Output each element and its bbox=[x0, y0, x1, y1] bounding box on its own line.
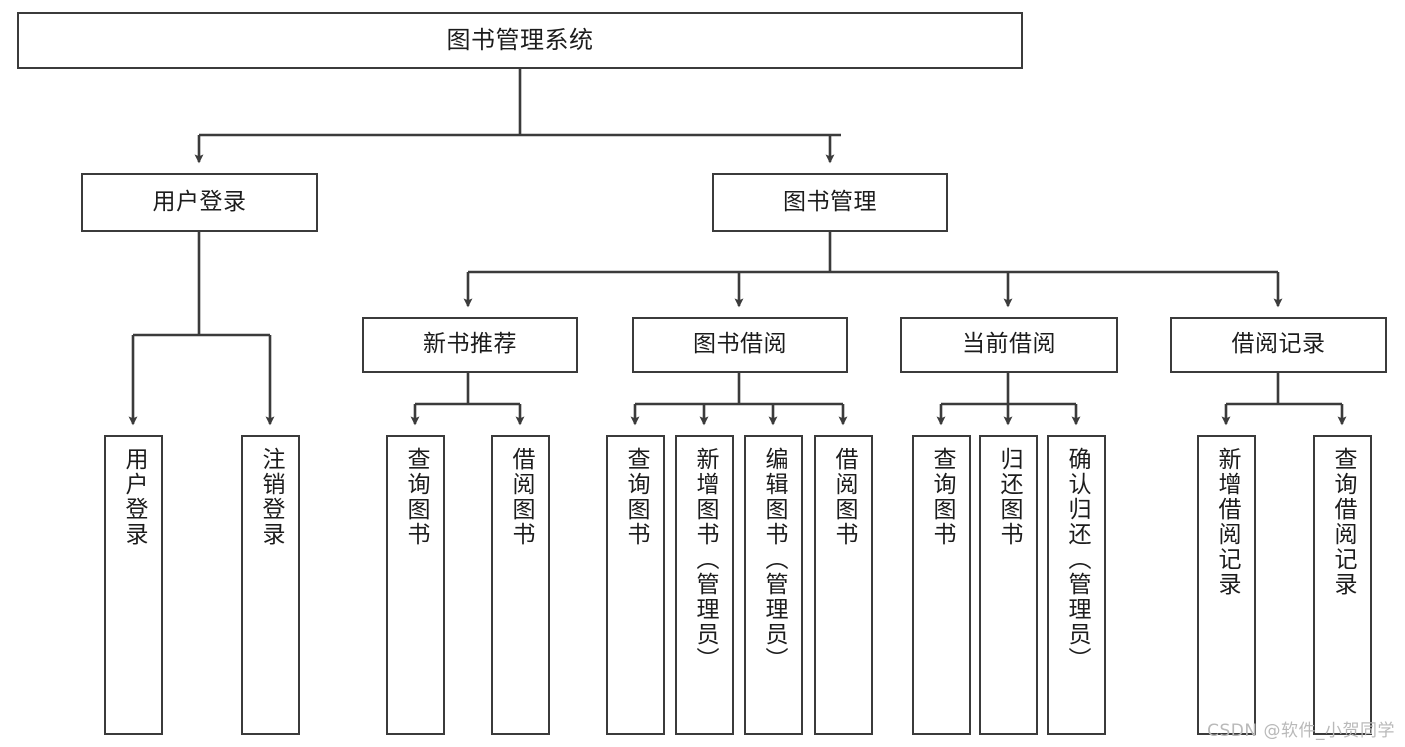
node-leaf-add-record-label: 新增借阅记录 bbox=[1214, 447, 1240, 597]
node-leaf-query-book-1[interactable]: 查询图书 bbox=[386, 435, 445, 735]
node-leaf-query-book-3-label: 查询图书 bbox=[929, 447, 955, 547]
node-leaf-query-book-2-label: 查询图书 bbox=[623, 447, 649, 547]
node-leaf-query-book-1-label: 查询图书 bbox=[403, 447, 429, 547]
node-leaf-user-login-label: 用户登录 bbox=[121, 447, 147, 547]
node-borrow-record[interactable]: 借阅记录 bbox=[1170, 317, 1387, 373]
csdn-watermark: CSDN @软件_小贺同学 bbox=[1207, 721, 1395, 741]
node-book-manage[interactable]: 图书管理 bbox=[712, 173, 948, 232]
node-leaf-query-book-2[interactable]: 查询图书 bbox=[606, 435, 665, 735]
node-leaf-borrow-book-1[interactable]: 借阅图书 bbox=[491, 435, 550, 735]
node-leaf-query-record[interactable]: 查询借阅记录 bbox=[1313, 435, 1372, 735]
node-book-borrow-label: 图书借阅 bbox=[693, 331, 787, 358]
node-leaf-add-book[interactable]: 新增图书（管理员） bbox=[675, 435, 734, 735]
node-leaf-borrow-book-1-label: 借阅图书 bbox=[508, 447, 534, 547]
node-leaf-confirm-return[interactable]: 确认归还（管理员） bbox=[1047, 435, 1106, 735]
node-user-login[interactable]: 用户登录 bbox=[81, 173, 318, 232]
node-leaf-logout-login[interactable]: 注销登录 bbox=[241, 435, 300, 735]
node-user-login-label: 用户登录 bbox=[152, 188, 247, 215]
node-leaf-edit-book-label: 编辑图书（管理员） bbox=[761, 447, 787, 672]
node-leaf-return-book-label: 归还图书 bbox=[996, 447, 1022, 547]
node-leaf-user-login[interactable]: 用户登录 bbox=[104, 435, 163, 735]
node-new-book-recommend[interactable]: 新书推荐 bbox=[362, 317, 578, 373]
node-root-label: 图书管理系统 bbox=[446, 26, 594, 55]
node-leaf-edit-book[interactable]: 编辑图书（管理员） bbox=[744, 435, 803, 735]
node-leaf-query-record-label: 查询借阅记录 bbox=[1330, 447, 1356, 597]
node-leaf-return-book[interactable]: 归还图书 bbox=[979, 435, 1038, 735]
node-leaf-logout-login-label: 注销登录 bbox=[258, 447, 284, 547]
node-leaf-add-record[interactable]: 新增借阅记录 bbox=[1197, 435, 1256, 735]
node-leaf-add-book-label: 新增图书（管理员） bbox=[692, 447, 718, 672]
node-leaf-confirm-return-label: 确认归还（管理员） bbox=[1064, 447, 1090, 672]
node-leaf-borrow-book-2[interactable]: 借阅图书 bbox=[814, 435, 873, 735]
node-book-borrow[interactable]: 图书借阅 bbox=[632, 317, 848, 373]
node-root[interactable]: 图书管理系统 bbox=[17, 12, 1023, 69]
node-leaf-query-book-3[interactable]: 查询图书 bbox=[912, 435, 971, 735]
node-current-borrow-label: 当前借阅 bbox=[962, 331, 1056, 358]
node-book-manage-label: 图书管理 bbox=[783, 188, 877, 215]
node-borrow-record-label: 借阅记录 bbox=[1231, 331, 1326, 358]
node-new-book-recommend-label: 新书推荐 bbox=[423, 331, 517, 358]
node-leaf-borrow-book-2-label: 借阅图书 bbox=[831, 447, 857, 547]
node-current-borrow[interactable]: 当前借阅 bbox=[900, 317, 1118, 373]
